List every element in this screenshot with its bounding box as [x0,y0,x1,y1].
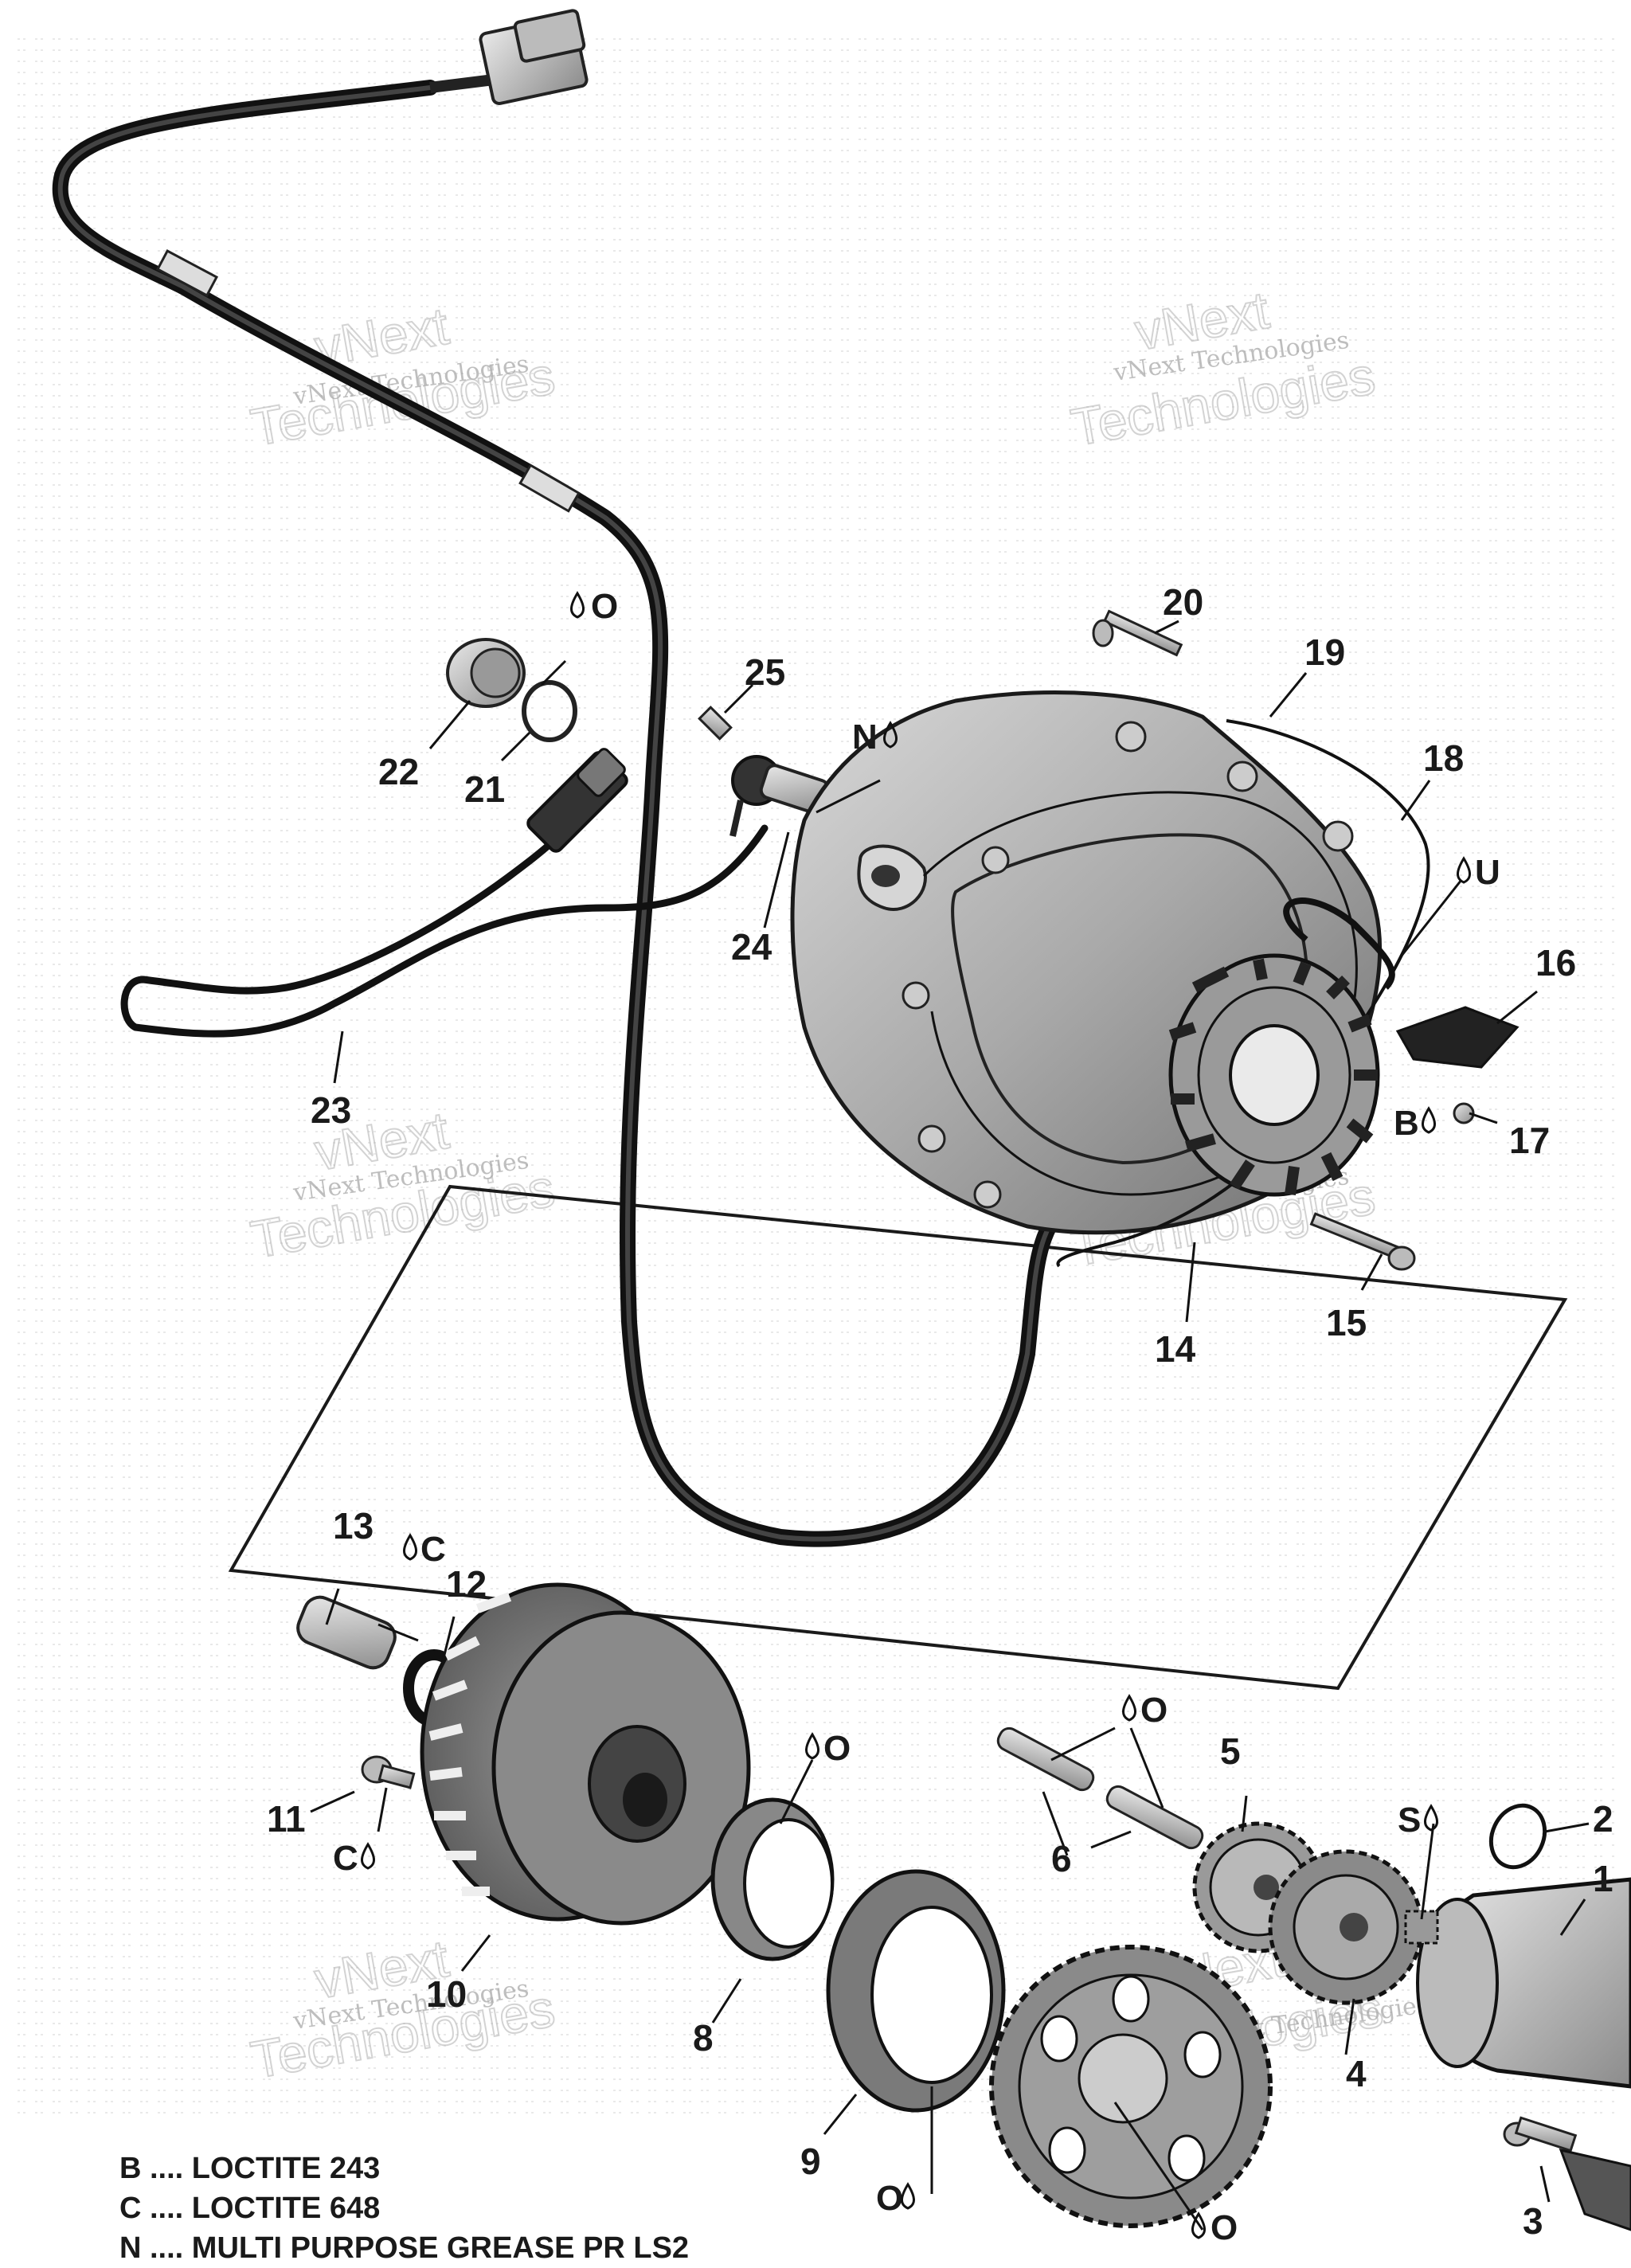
callout-6: 6 [1051,1838,1072,1879]
legend-item-n: N .... MULTI PURPOSE GREASE PR LS2 [119,2231,690,2265]
part-9-plate [826,1869,1006,2113]
callout-3: 3 [1523,2200,1543,2242]
part-2-o-ring [1488,1803,1547,1870]
leader-lines [310,620,1590,2231]
part-11-screw [361,1755,416,1789]
part-1-starter [1404,1877,1631,2089]
svg-text:O: O [823,1729,851,1768]
callout-15: 15 [1326,1302,1367,1343]
svg-text:B: B [1394,1104,1419,1143]
part-17-screw [1453,1102,1475,1124]
mark-O-21: O [570,587,618,626]
part-14-stator [1168,953,1380,1197]
part-10-rotor [420,1582,751,1926]
part-7-gear [989,1945,1273,2228]
callout-16: 16 [1535,942,1576,983]
callout-11: 11 [267,1798,306,1840]
callout-12: 12 [446,1563,487,1605]
callout-21: 21 [464,768,505,810]
part-8-seal [710,1797,835,1961]
svg-text:O: O [1211,2208,1238,2243]
callout-24: 24 [731,926,772,968]
callout-13: 13 [333,1505,374,1547]
callout-17: 17 [1509,1120,1550,1161]
legend-item-c: C .... LOCTITE 648 [119,2192,381,2225]
callout-1: 1 [1593,1858,1613,1899]
callout-9: 9 [800,2141,821,2182]
callout-19: 19 [1304,632,1345,673]
callout-10: 10 [426,1973,467,2015]
part-6-pins [996,1726,1204,1850]
wiring-harness [52,80,1067,1547]
mark-C-13: C [403,1530,446,1569]
part-21-o-ring [522,680,577,742]
svg-text:O: O [591,587,618,626]
mark-C-11: C [333,1839,375,1878]
svg-text:U: U [1475,853,1500,892]
mark-N-24: N [852,718,898,757]
callout-4: 4 [1346,2053,1367,2094]
part-22-plug [446,638,526,708]
svg-text:C: C [420,1530,446,1569]
mark-O-9: O [876,2179,915,2218]
part-24-sensor [729,755,830,837]
starter-bracket [1559,2148,1631,2231]
part-16-clamp [1395,1006,1520,1069]
part-25-screw [698,706,733,741]
mark-O-8: O [805,1729,851,1768]
mark-B-17: B [1394,1104,1436,1143]
callout-8: 8 [693,2017,714,2059]
callout-25: 25 [745,651,785,693]
svg-text:N: N [852,718,878,757]
mark-U-gasket: U [1457,853,1500,892]
callout-5: 5 [1220,1730,1241,1772]
part-4-gear [1268,1849,1424,2005]
legend-item-b: B .... LOCTITE 243 [119,2152,381,2185]
mark-S-1: S [1398,1801,1438,1840]
connector-plug [526,748,628,853]
callout-2: 2 [1593,1798,1613,1840]
callout-20: 20 [1163,581,1203,623]
svg-text:S: S [1398,1801,1421,1840]
mark-O-7: O [1191,2208,1238,2243]
part-20-bolt [1092,609,1183,657]
callout-14: 14 [1155,1328,1196,1370]
lube-marks: O N U B C C O O S [333,587,1500,2243]
svg-text:O: O [876,2179,903,2218]
part-13-pin [296,1595,397,1670]
watermark-group-2: vNext Technologies vNext Technologies [1066,280,1380,458]
part-3-bolt [1503,2116,1578,2153]
detail-frame [228,1184,1568,1691]
harness-connector-top [429,9,589,106]
stator-wire [1283,897,1395,990]
svg-text:C: C [333,1839,358,1878]
callout-18: 18 [1423,737,1464,779]
svg-text:O: O [1140,1691,1168,1730]
part-15-bolt [1309,1212,1416,1271]
lubricant-legend: B .... LOCTITE 243 C .... LOCTITE 648 N … [119,2149,916,2268]
callout-22: 22 [378,751,419,792]
callouts: 20 19 18 16 17 15 14 22 21 25 24 23 13 1… [267,581,1613,2242]
mark-O-6: O [1122,1691,1168,1730]
callout-23: 23 [311,1089,351,1131]
